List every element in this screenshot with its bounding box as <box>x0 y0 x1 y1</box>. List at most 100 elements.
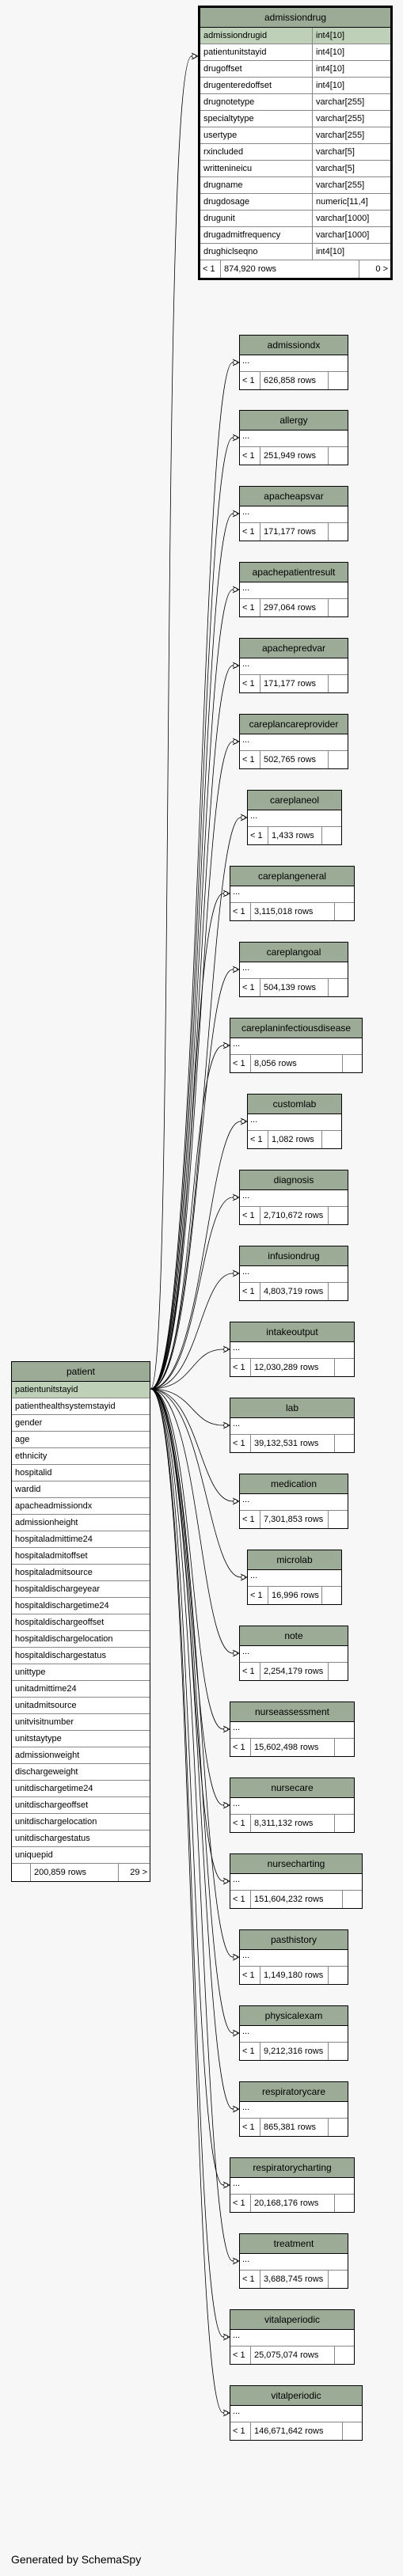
edge-intakeoutput <box>150 1349 224 1390</box>
column-name: dischargeweight <box>15 1767 78 1777</box>
columns-collapsed: ... <box>240 2254 348 2271</box>
column-row[interactable]: dischargeweight <box>12 1764 150 1781</box>
column-name: drugdosage <box>203 197 250 207</box>
column-row[interactable]: age <box>12 1432 150 1448</box>
column-row[interactable]: hospitaladmitsource <box>12 1565 150 1581</box>
columns-collapsed: ... <box>230 1342 354 1359</box>
column-name: drugname <box>203 180 243 190</box>
column-type: int4[10] <box>312 61 390 77</box>
column-row[interactable]: uniquepid <box>12 1847 150 1864</box>
column-row[interactable]: hospitaldischargeyear <box>12 1581 150 1598</box>
column-row[interactable]: unitdischargestatus <box>12 1831 150 1847</box>
column-name: apacheadmissiondx <box>15 1501 93 1511</box>
table-header: patient <box>12 1362 150 1382</box>
column-row[interactable]: admissionheight <box>12 1515 150 1531</box>
column-name: rxincluded <box>203 147 244 157</box>
column-name: patientunitstayid <box>15 1385 78 1394</box>
column-row[interactable]: patienthealthsystemstayid <box>12 1398 150 1415</box>
column-row[interactable]: wardid <box>12 1481 150 1498</box>
column-row[interactable]: hospitaldischargestatus <box>12 1648 150 1664</box>
column-row[interactable]: hospitaldischargeoffset <box>12 1614 150 1631</box>
column-row[interactable]: unitadmitsource <box>12 1698 150 1714</box>
column-row[interactable]: hospitalid <box>12 1465 150 1481</box>
column-name: hospitaldischargeoffset <box>15 1618 105 1627</box>
table-header: nurseassessment <box>230 1702 354 1722</box>
edge-diagnosis <box>150 1197 234 1390</box>
columns-collapsed: ... <box>248 810 341 827</box>
column-row[interactable]: unitdischargetime24 <box>12 1781 150 1797</box>
column-row[interactable]: hospitaldischargetime24 <box>12 1598 150 1614</box>
edge-careplangoal <box>150 969 234 1390</box>
table-header: careplangeneral <box>230 867 354 886</box>
column-row[interactable]: unitadmittime24 <box>12 1681 150 1698</box>
columns-collapsed: ... <box>248 1114 341 1131</box>
column-row[interactable]: unitdischargeoffset <box>12 1797 150 1814</box>
column-row[interactable]: unitvisitnumber <box>12 1714 150 1731</box>
column-row[interactable]: gender <box>12 1415 150 1432</box>
column-row[interactable]: patientunitstayid <box>12 1382 150 1398</box>
column-row[interactable]: admissionweight <box>12 1747 150 1764</box>
table-header: treatment <box>240 2234 348 2254</box>
table-header: admissiondx <box>240 336 348 355</box>
column-row[interactable]: unitdischargelocation <box>12 1814 150 1831</box>
column-row[interactable]: unittype <box>12 1664 150 1681</box>
edge-pasthistory <box>150 1388 234 1958</box>
column-name: drugnotetype <box>203 97 255 107</box>
column-row[interactable]: unitstaytype <box>12 1731 150 1747</box>
column-row[interactable]: apacheadmissiondx <box>12 1498 150 1515</box>
column-name: usertype <box>203 131 238 140</box>
column-row[interactable]: hospitaladmittime24 <box>12 1531 150 1548</box>
edge-medication <box>150 1388 234 1502</box>
column-row[interactable]: hospitaladmitoffset <box>12 1548 150 1565</box>
column-row[interactable]: hospitaldischargelocation <box>12 1631 150 1648</box>
edge-apachepatientresult <box>150 589 234 1390</box>
column-row[interactable]: ethnicity <box>12 1448 150 1465</box>
table-patient[interactable]: patient patientunitstayid patienthealthsy… <box>11 1361 150 1882</box>
